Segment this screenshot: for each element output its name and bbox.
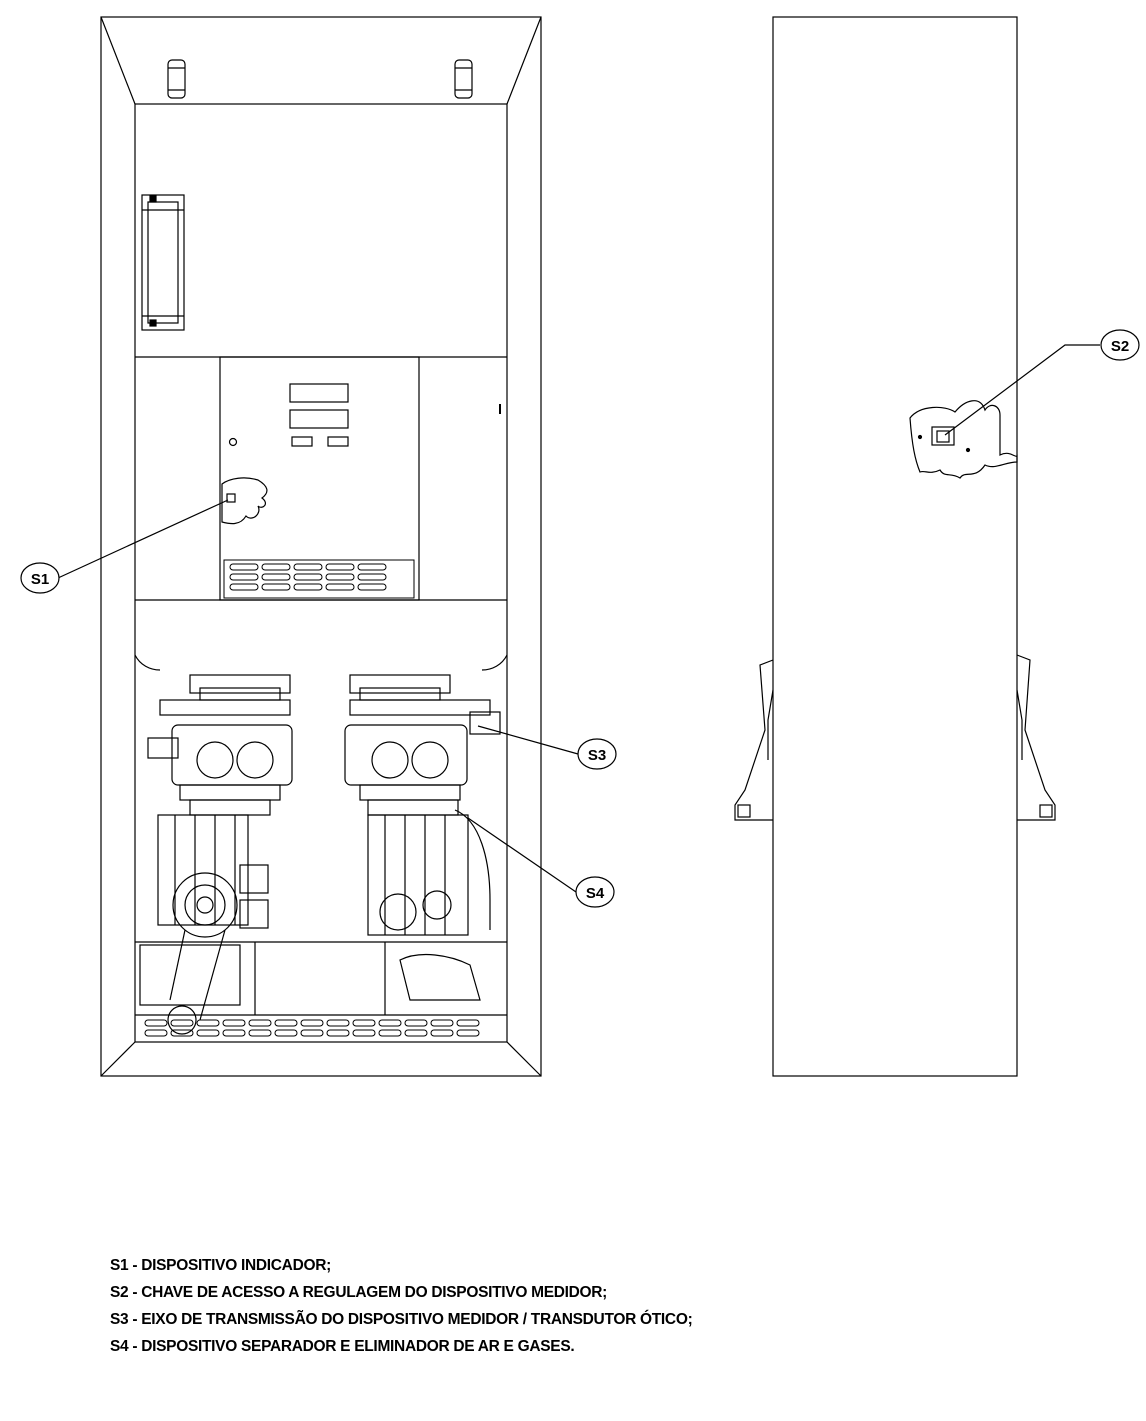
side-bracket-left [734, 659, 774, 821]
side-panel [772, 16, 1018, 1077]
indicator-panel [219, 356, 501, 601]
front-view [100, 16, 542, 1077]
legend-item-s2: S2 - CHAVE DE ACESSO A REGULAGEM DO DISP… [110, 1284, 608, 1301]
legend: S1 - DISPOSITIVO INDICADOR; S2 - CHAVE D… [110, 1252, 693, 1360]
callout-s1: S1 [20, 499, 229, 594]
callout-s3: S3 [477, 725, 617, 770]
callout-s1-label: S1 [31, 571, 49, 588]
top-post-left [167, 59, 186, 99]
bottom-vent-grille [144, 1019, 480, 1037]
handle [141, 194, 185, 331]
side-view [734, 16, 1056, 1077]
legend-item-s4: S4 - DISPOSITIVO SEPARADOR E ELIMINADOR … [110, 1338, 575, 1355]
legend-item-s1: S1 - DISPOSITIVO INDICADOR; [110, 1257, 331, 1274]
meter-assembly-left [139, 674, 293, 1035]
front-outer-frame [100, 16, 542, 1077]
legend-item-s3: S3 - EIXO DE TRANSMISSÃO DO DISPOSITIVO … [110, 1311, 693, 1328]
vent-grille [223, 559, 415, 599]
callout-s3-label: S3 [588, 747, 606, 764]
front-inner-frame [134, 103, 508, 1043]
side-bracket-right [1016, 654, 1056, 821]
side-cutout [909, 400, 1018, 479]
meter-assembly-right [344, 674, 501, 1001]
top-post-right [454, 59, 473, 99]
callout-s2-label: S2 [1111, 338, 1129, 355]
callout-s4-label: S4 [586, 885, 605, 902]
callout-s4: S4 [467, 817, 615, 908]
callout-s2: S2 [944, 329, 1140, 436]
